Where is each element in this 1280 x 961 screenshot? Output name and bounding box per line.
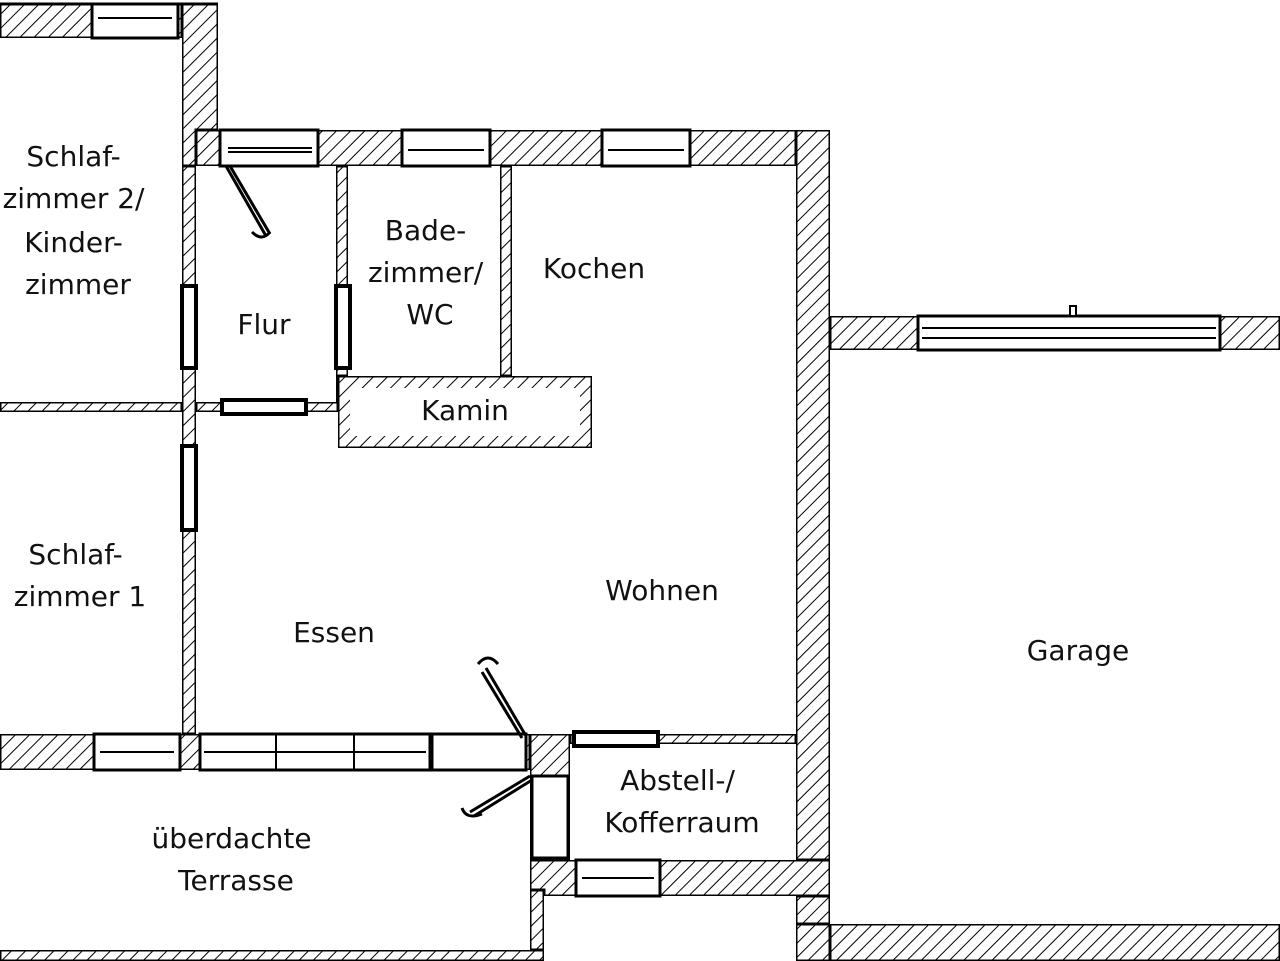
window-icon <box>430 732 528 772</box>
door-icon <box>220 398 308 416</box>
wall-bad-right <box>498 164 514 380</box>
label-flur: Flur <box>237 308 291 341</box>
door-swing-icon <box>224 165 272 239</box>
door-icon <box>180 284 198 370</box>
door-icon <box>334 284 352 370</box>
door-icon <box>572 730 660 748</box>
window-icon <box>400 128 492 168</box>
windows <box>90 2 1222 898</box>
window-icon <box>198 732 432 772</box>
window-icon <box>218 128 320 168</box>
label-kochen: Kochen <box>543 252 645 285</box>
label-schlafzimmer2: Schlaf- zimmer 2/ Kinder- zimmer <box>3 140 154 301</box>
wall-garage-bottom <box>828 922 1280 961</box>
label-schlafzimmer1: Schlaf- zimmer 1 <box>14 538 146 613</box>
label-garage: Garage <box>1027 634 1130 667</box>
label-abstell: Abstell-/ Kofferraum <box>604 764 759 839</box>
label-wohnen: Wohnen <box>605 574 719 607</box>
window-icon <box>574 858 662 898</box>
garage-door-icon <box>916 305 1222 352</box>
wall-bedrooms-divider <box>0 400 198 414</box>
wall-right <box>794 128 832 961</box>
door-swing-icon <box>460 774 533 818</box>
door-swing-icon <box>476 656 528 739</box>
window-icon <box>92 732 182 772</box>
door-icon <box>180 444 198 532</box>
room-labels: Schlaf- zimmer 2/ Kinder- zimmer Flur Ba… <box>3 140 1130 897</box>
doors <box>180 284 660 748</box>
label-bad: Bade- zimmer/ WC <box>368 214 492 331</box>
label-terrasse: überdachte Terrasse <box>152 822 321 897</box>
window-icon <box>530 774 570 860</box>
window-icon <box>600 128 692 168</box>
label-kamin: Kamin <box>421 394 509 427</box>
wall-terrace-bottom <box>0 948 546 961</box>
window-icon <box>90 2 180 40</box>
label-essen: Essen <box>293 616 375 649</box>
door-swings <box>224 165 533 818</box>
wall-bottom-right <box>794 922 832 961</box>
